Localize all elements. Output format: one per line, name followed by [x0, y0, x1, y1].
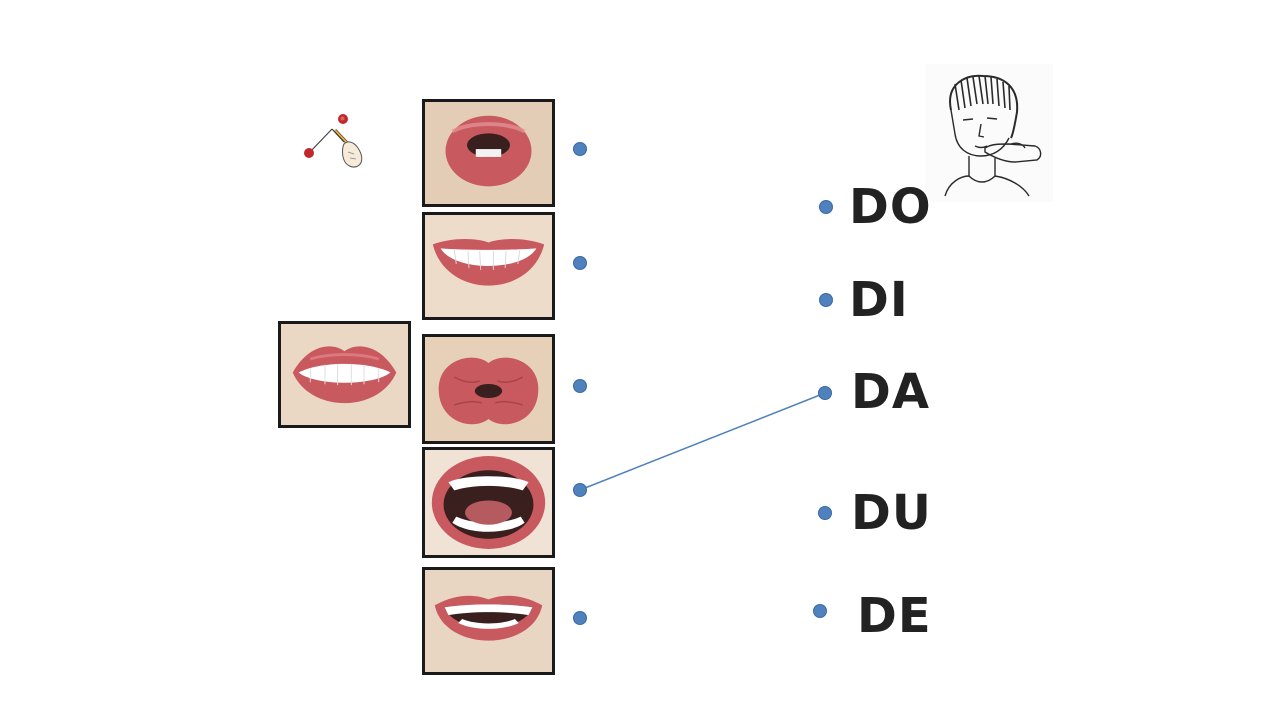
mouth-dot-3[interactable]	[573, 379, 587, 393]
hand-draw-line-icon	[298, 108, 374, 172]
mouth-wide-smile-image	[422, 212, 555, 320]
syllable-dot-di[interactable]	[819, 293, 833, 307]
syllable-dot-do[interactable]	[819, 200, 833, 214]
syllable-dot-da[interactable]	[818, 386, 832, 400]
mouth-open-smile-image	[422, 567, 555, 675]
syllable-de[interactable]: DE	[857, 588, 932, 644]
face-finger-on-chin-icon	[925, 64, 1053, 202]
syllable-do[interactable]: DO	[849, 179, 932, 235]
syllable-dot-de[interactable]	[813, 604, 827, 618]
mouth-wide-open-image	[422, 447, 555, 558]
mouth-dot-1[interactable]	[573, 142, 587, 156]
mouth-dot-2[interactable]	[573, 256, 587, 270]
mouth-open-round-image	[422, 99, 555, 207]
mouth-pucker-image	[422, 334, 555, 444]
mouth-smile-image	[278, 321, 411, 428]
syllable-du[interactable]: DU	[851, 485, 932, 541]
syllable-dot-du[interactable]	[818, 506, 832, 520]
mouth-dot-4[interactable]	[573, 483, 587, 497]
syllable-di[interactable]: DI	[849, 272, 909, 328]
mouth-dot-5[interactable]	[573, 611, 587, 625]
syllable-da[interactable]: DA	[851, 364, 930, 420]
